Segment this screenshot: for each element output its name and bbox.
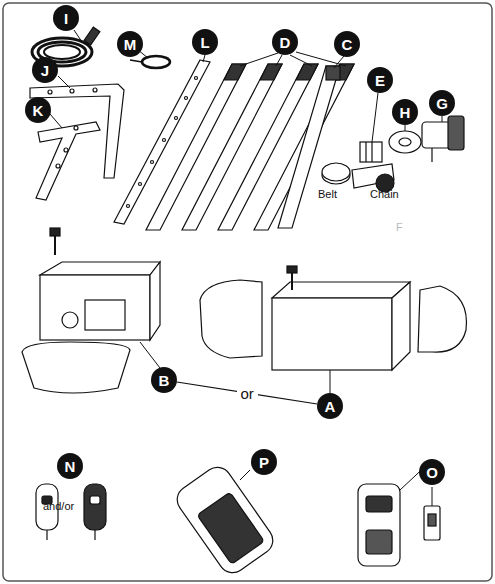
callout-circle: P [251,449,277,475]
callout-letter: J [41,62,49,79]
callout-circle: K [25,97,51,123]
callout-circle: N [57,453,83,479]
callout-letter: N [65,458,76,475]
part-label: F [396,221,403,233]
callout-letter: M [124,36,137,53]
callout-letter: L [200,34,209,51]
connector-line [177,382,317,404]
edge-label: or [237,385,258,402]
callout-circle: D [272,29,298,55]
callout-circle: J [32,57,58,83]
callout-circle: O [419,459,445,485]
callout-letter: G [436,95,448,112]
callout-letter: B [159,372,170,389]
part-drawings [22,27,466,578]
part-label: Chain [370,188,399,200]
callout-letter: C [342,36,353,53]
callout-circle: M [117,31,143,57]
callout-letter: E [375,72,385,89]
callout-circle: E [367,67,393,93]
callout-letter: K [33,102,44,119]
panel-border [3,3,492,581]
callout-letter: P [259,454,269,471]
leader-lines [50,30,442,506]
callout-letter: H [400,104,411,121]
callout-circle: H [392,99,418,125]
callout-circle: I [53,5,79,31]
callout-letter: I [64,10,68,27]
callout-circle: C [334,31,360,57]
callout-letter: A [325,398,336,415]
part-label: and/or [43,500,74,512]
callout-letter: D [280,34,291,51]
callout-circle: B [151,367,177,393]
callout-circle: L [192,29,218,55]
callout-circle: A [317,393,343,419]
callout-circle: G [429,90,455,116]
callout-letter: O [426,464,438,481]
part-label: Belt [318,188,337,200]
